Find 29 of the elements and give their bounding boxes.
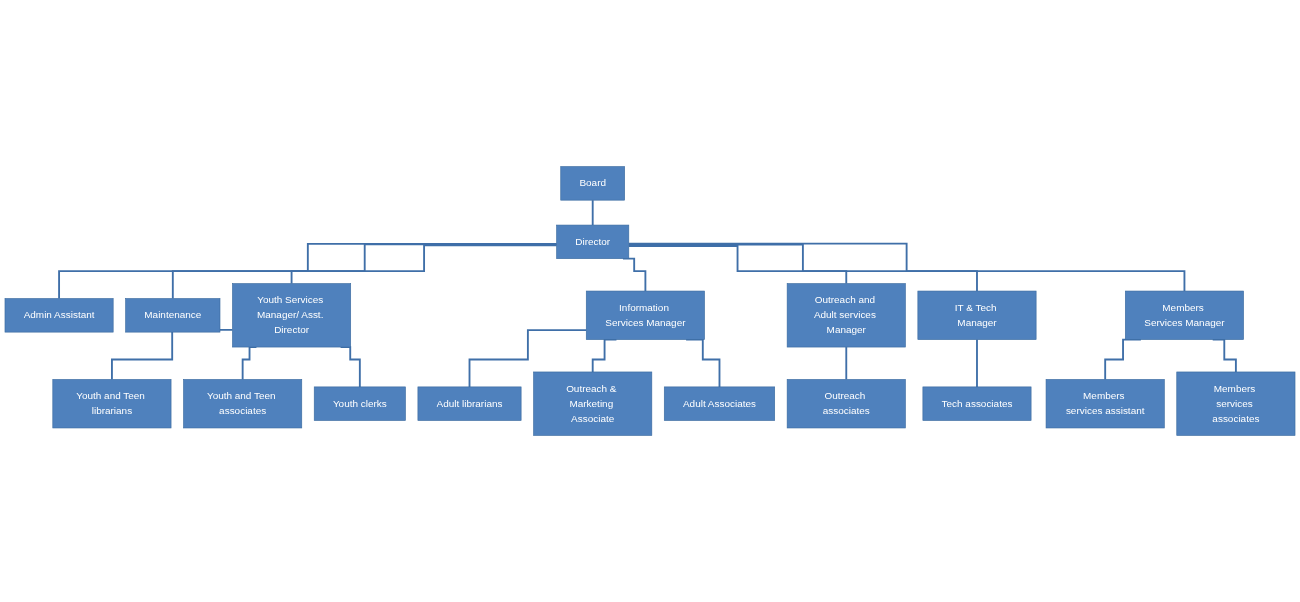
node-box: Admin Assistant bbox=[4, 298, 114, 333]
node-box: Maintenance bbox=[125, 298, 221, 333]
node-box: Adult librarians bbox=[417, 386, 522, 421]
connector bbox=[627, 245, 848, 285]
connector bbox=[171, 243, 558, 300]
connector bbox=[976, 338, 978, 388]
connector bbox=[290, 244, 558, 285]
node-box: Members Services Manager bbox=[1125, 290, 1244, 340]
node-box: Adult Associates bbox=[663, 386, 775, 421]
node-box: Information Services Manager bbox=[585, 290, 705, 340]
node-box: Youth and Teen librarians bbox=[52, 379, 172, 429]
node-box: Members services associates bbox=[1176, 371, 1296, 436]
connector bbox=[627, 243, 978, 292]
node-box: Outreach & Marketing Associate bbox=[533, 371, 653, 436]
connector bbox=[58, 242, 558, 300]
node-box: Youth Services Manager/ Asst. Director bbox=[232, 283, 351, 348]
node-box: Youth clerks bbox=[313, 386, 406, 421]
node-box: IT & Tech Manager bbox=[917, 290, 1037, 340]
node-box: Tech associates bbox=[922, 386, 1032, 421]
node-box: Board bbox=[560, 166, 625, 201]
connector bbox=[591, 199, 594, 226]
node-box: Outreach associates bbox=[786, 379, 906, 429]
connector bbox=[627, 242, 1186, 292]
node-box: Members services assistant bbox=[1045, 379, 1165, 429]
node-box: Youth and Teen associates bbox=[183, 379, 303, 429]
node-box: Director bbox=[556, 224, 630, 259]
node-box: Outreach and Adult services Manager bbox=[786, 283, 906, 348]
connector bbox=[468, 329, 588, 388]
connector bbox=[845, 346, 848, 381]
